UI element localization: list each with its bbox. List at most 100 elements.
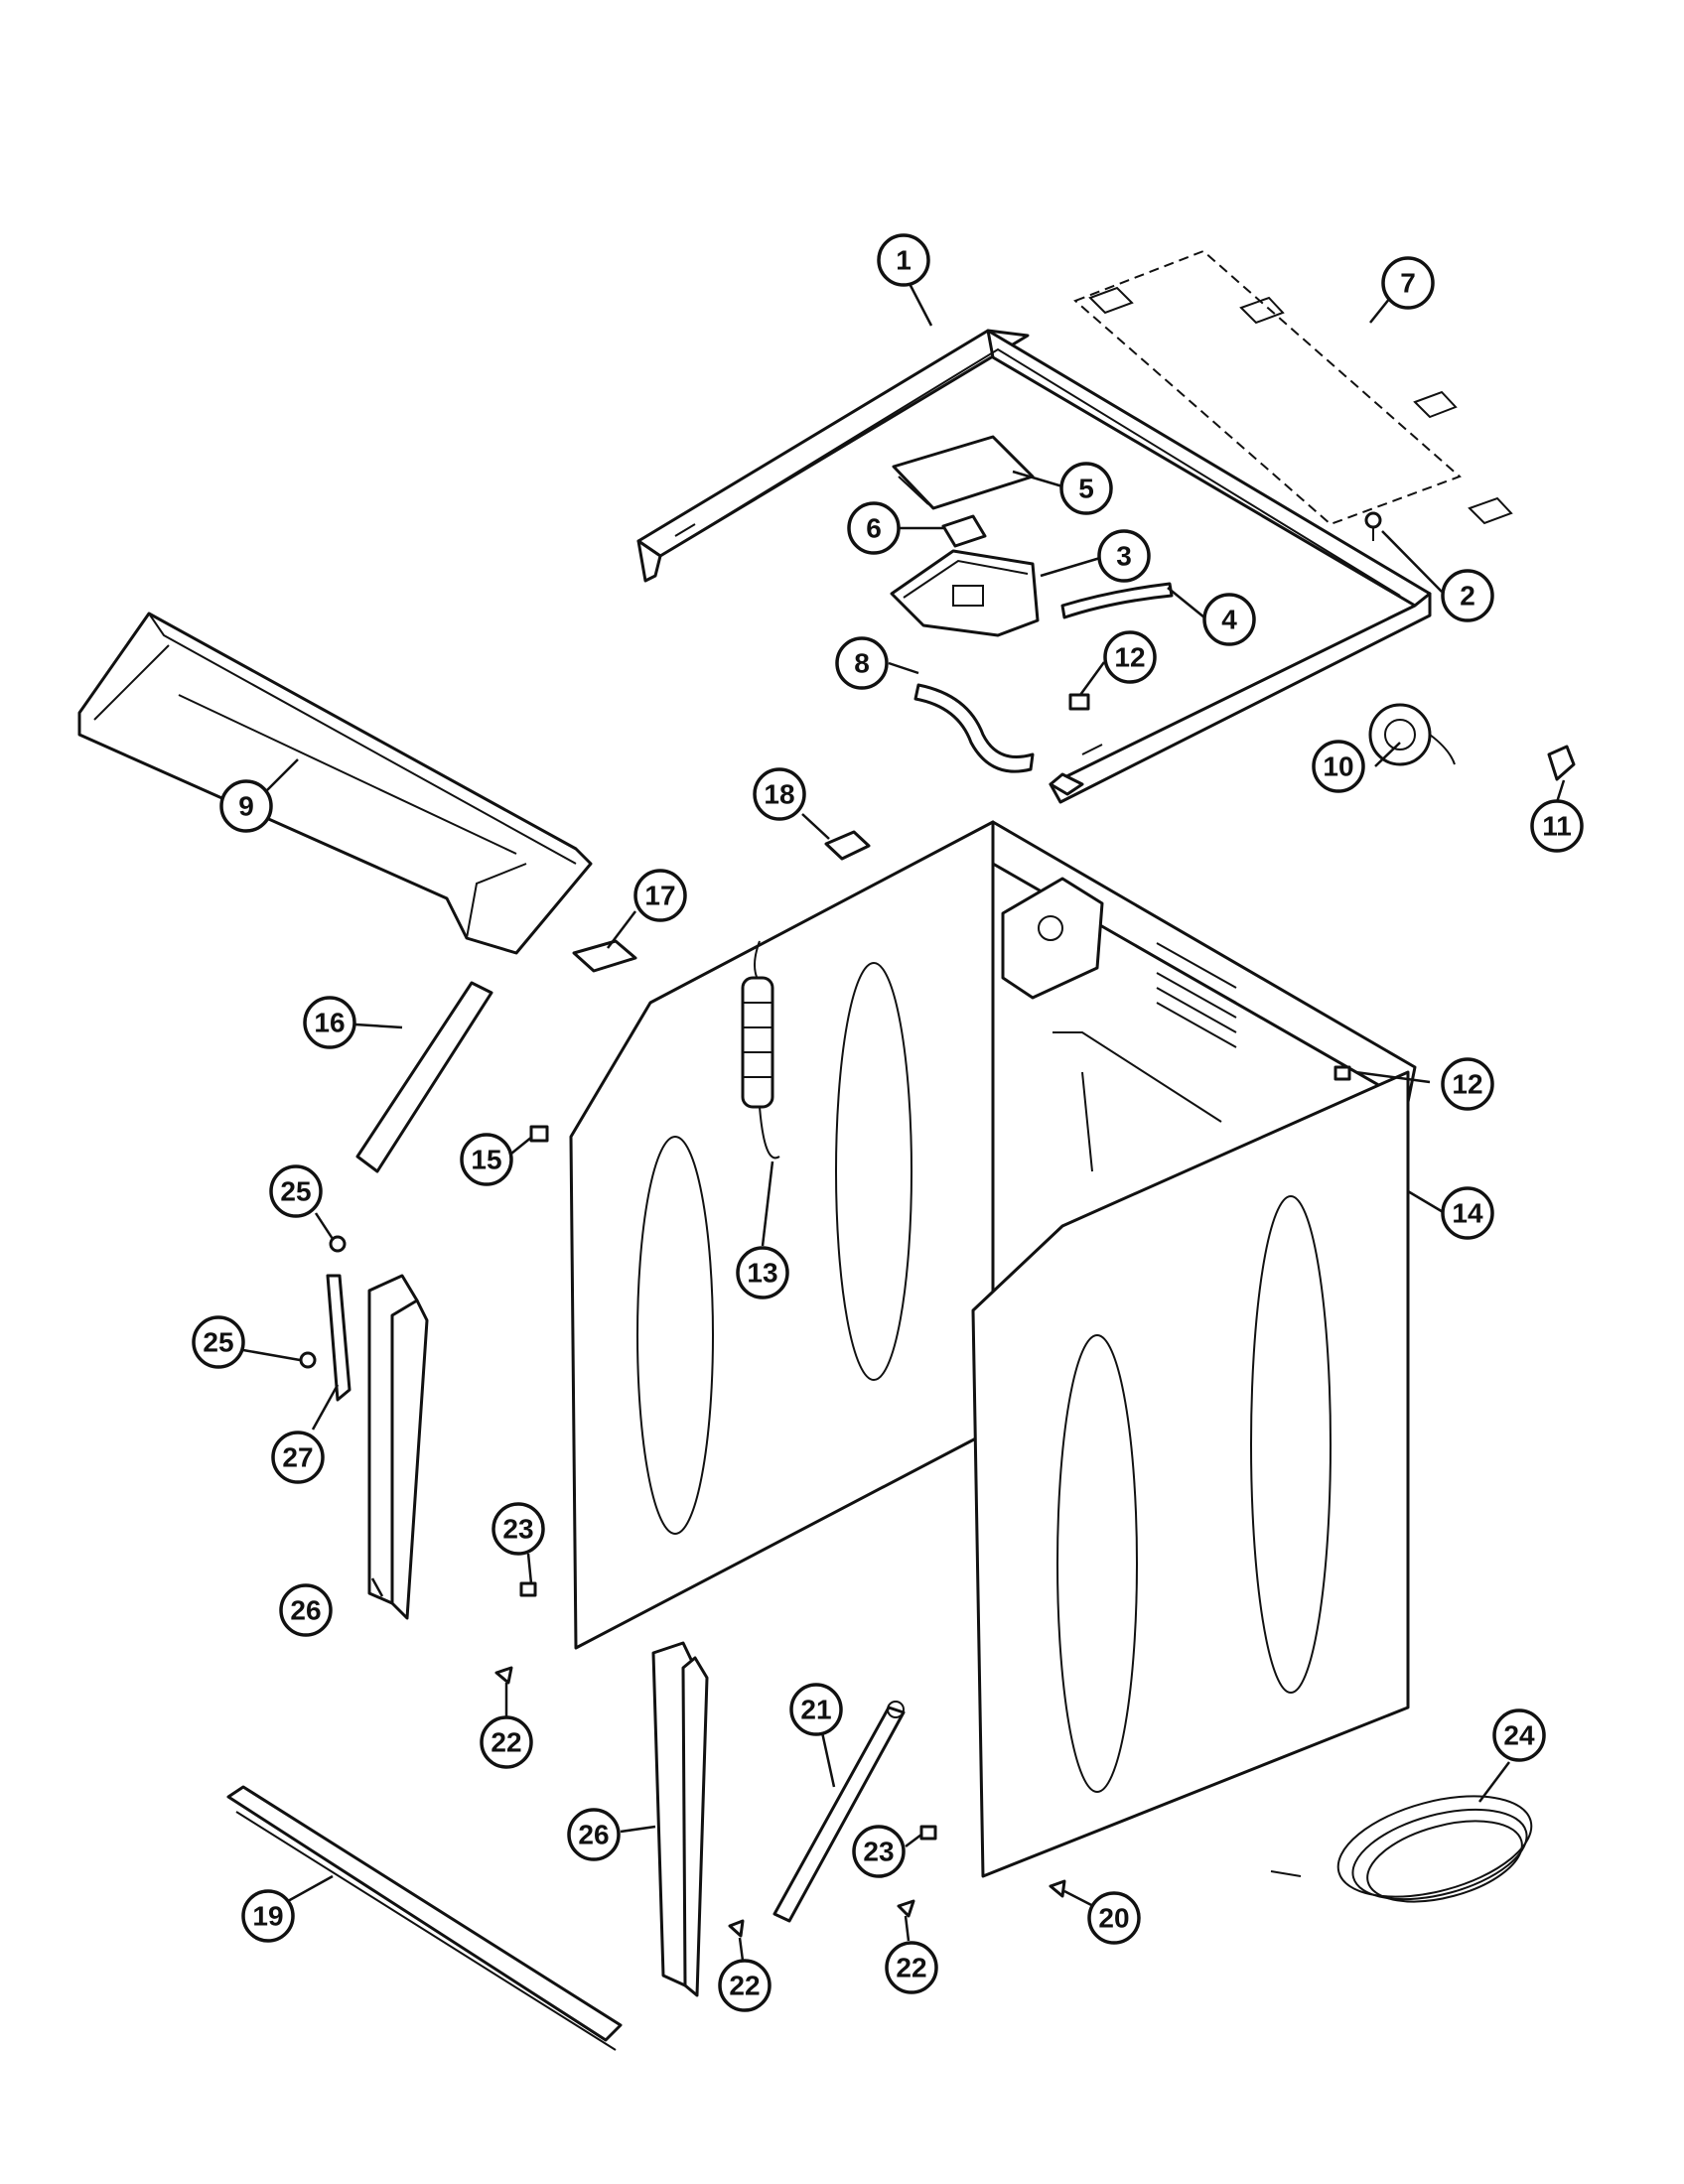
callout-12-lower-label: 12 (1452, 1069, 1482, 1100)
callout-23-a: 23 (491, 1502, 545, 1556)
callout-21-label: 21 (800, 1695, 831, 1725)
cabinet-body (569, 820, 1417, 1878)
callout-23-b-label: 23 (863, 1837, 894, 1867)
callout-12-top-label: 12 (1114, 642, 1145, 673)
part-15-clip (529, 1125, 549, 1143)
callout-4: 4 (1202, 593, 1256, 646)
callout-14: 14 (1441, 1186, 1494, 1240)
callout-26-b: 26 (567, 1808, 621, 1861)
part-20-fastener (1049, 1879, 1066, 1898)
part-17-hinge (572, 939, 637, 973)
part-6-switch (941, 514, 987, 548)
callout-26-a-label: 26 (290, 1595, 321, 1626)
callout-3-label: 3 (1116, 541, 1132, 572)
callout-2-label: 2 (1460, 581, 1475, 612)
callout-23-b: 23 (852, 1825, 906, 1878)
part-26-center-leg (651, 1641, 709, 1997)
part-1-top-frame (636, 329, 1432, 804)
part-26-left-leg (367, 1274, 429, 1620)
callout-16-label: 16 (314, 1008, 345, 1038)
part-14-front-panel (971, 1070, 1410, 1878)
callout-20-label: 20 (1098, 1903, 1129, 1934)
callout-20: 20 (1087, 1891, 1141, 1945)
callout-22-a: 22 (480, 1715, 533, 1769)
callout-9: 9 (219, 779, 273, 833)
callout-12-top: 12 (1103, 630, 1157, 684)
callout-22-c: 22 (885, 1941, 938, 1994)
callout-22-c-label: 22 (896, 1953, 926, 1983)
callout-14-label: 14 (1452, 1198, 1483, 1229)
callout-9-label: 9 (238, 791, 254, 822)
callout-22-b: 22 (718, 1959, 772, 2012)
callout-1-label: 1 (896, 245, 912, 276)
callout-19: 19 (241, 1889, 295, 1943)
callout-7-label: 7 (1400, 268, 1416, 299)
callout-10: 10 (1312, 740, 1365, 793)
part-8-hose (913, 683, 1035, 773)
part-9-console (77, 612, 593, 955)
callout-23-a-label: 23 (502, 1514, 533, 1545)
callout-3: 3 (1097, 529, 1151, 583)
callout-6-label: 6 (866, 513, 882, 544)
callout-26-b-label: 26 (578, 1820, 609, 1850)
callout-5-label: 5 (1078, 474, 1094, 504)
part-3-housing (890, 549, 1040, 637)
callout-4-label: 4 (1221, 605, 1237, 635)
callout-2: 2 (1441, 569, 1494, 622)
callout-15-label: 15 (471, 1145, 501, 1175)
callout-27-label: 27 (282, 1442, 313, 1473)
part-23-clip-a (519, 1581, 537, 1597)
callout-11-label: 11 (1542, 811, 1572, 842)
callout-13-label: 13 (747, 1258, 777, 1289)
part-2-screw (1364, 511, 1382, 541)
part-22-fastener-c (897, 1899, 915, 1918)
callout-19-label: 19 (252, 1901, 283, 1932)
part-27-bracket (326, 1274, 351, 1402)
part-22-fastener-b (728, 1919, 745, 1938)
part-25-screw-b (299, 1351, 317, 1369)
part-24-power-cord (1270, 1795, 1533, 1903)
callout-7: 7 (1381, 256, 1435, 310)
callout-24: 24 (1492, 1708, 1546, 1762)
part-12-clip-top (1068, 693, 1090, 711)
callout-5: 5 (1059, 462, 1113, 515)
callout-18: 18 (753, 767, 806, 821)
callout-27: 27 (271, 1431, 325, 1484)
part-11-clip (1547, 745, 1576, 781)
part-4-hose (1060, 582, 1174, 619)
part-16-bracket (355, 981, 493, 1173)
callout-26-a: 26 (279, 1583, 333, 1637)
part-5-bracket (892, 435, 1035, 510)
callout-8: 8 (835, 636, 889, 690)
callout-10-label: 10 (1323, 751, 1353, 782)
callout-12-lower: 12 (1441, 1057, 1494, 1111)
part-19-bottom-rail (226, 1785, 623, 2051)
callout-1: 1 (877, 233, 930, 287)
part-25-screw-a (329, 1235, 347, 1253)
callout-25-b-label: 25 (203, 1327, 233, 1358)
callout-6: 6 (847, 501, 901, 555)
callout-17-label: 17 (644, 881, 675, 911)
part-21-rod (772, 1701, 906, 1923)
callout-24-label: 24 (1503, 1720, 1535, 1751)
part-22-fastener-a (494, 1666, 513, 1685)
callout-15: 15 (460, 1133, 513, 1186)
part-13-spring (741, 940, 780, 1160)
part-7-top-cover (1073, 249, 1513, 526)
callout-21: 21 (789, 1683, 843, 1736)
callout-25-a: 25 (269, 1164, 323, 1218)
callout-22-a-label: 22 (491, 1727, 521, 1758)
part-18-clip (824, 830, 871, 861)
callout-8-label: 8 (854, 648, 870, 679)
cabinet-vents (1156, 942, 1237, 1048)
callout-11: 11 (1530, 799, 1584, 853)
callout-13: 13 (736, 1246, 789, 1299)
callout-25-b: 25 (192, 1315, 245, 1369)
callout-17: 17 (633, 869, 687, 922)
callout-25-a-label: 25 (280, 1176, 311, 1207)
callout-18-label: 18 (764, 779, 794, 810)
part-23-clip-b (919, 1825, 937, 1841)
part-12-clip-lower (1333, 1065, 1351, 1081)
part-10-timer (1368, 703, 1456, 766)
